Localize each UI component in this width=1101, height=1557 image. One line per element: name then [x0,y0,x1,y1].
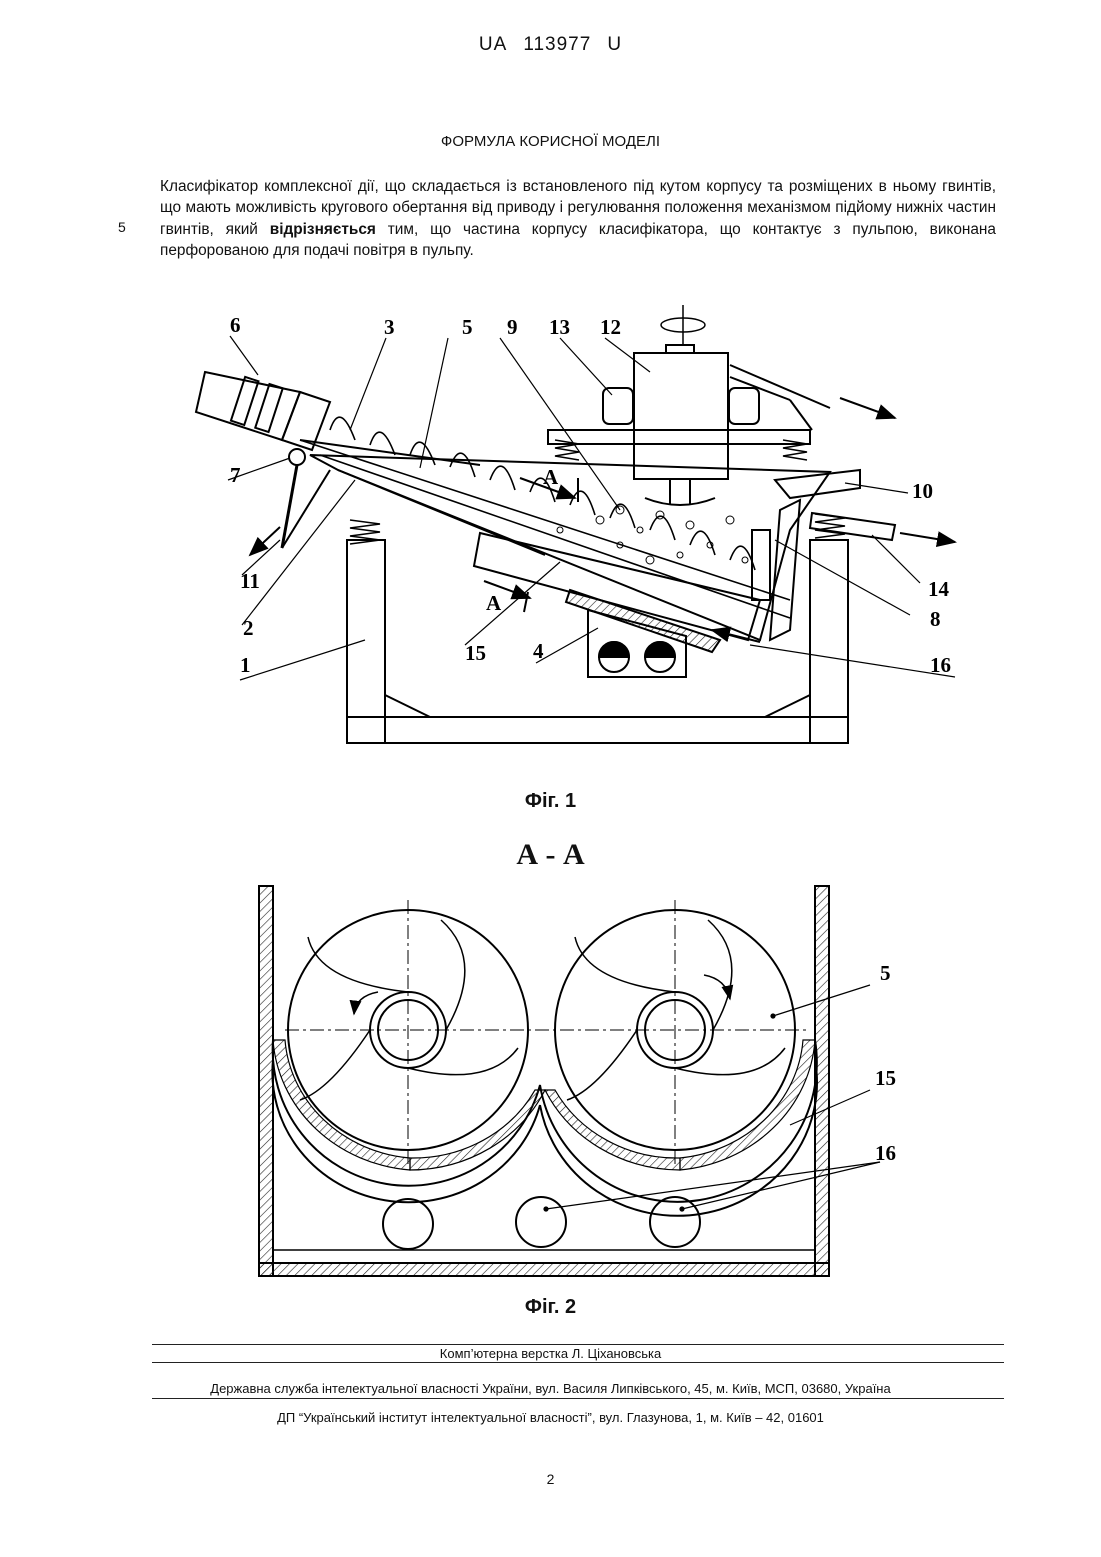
footer-layout: Комп’ютерна верстка Л. Ціхановська [0,1346,1101,1361]
inclined-trough [300,440,830,652]
figure-2-caption: Фіг. 2 [0,1296,1101,1319]
label-3: 3 [384,315,395,339]
section-aa-title: А - А [0,838,1101,872]
label-13: 13 [549,315,570,339]
axis-lines [285,900,808,1165]
support-frame [347,540,848,743]
label-2: 2 [243,616,254,640]
fig2-label-5: 5 [880,961,891,985]
label-12: 12 [600,315,621,339]
rotation-symbol [661,305,705,345]
footer-office: Державна служба інтелектуальної власност… [0,1381,1101,1396]
page-number: 2 [0,1471,1101,1487]
label-4: 4 [533,639,544,663]
label-9: 9 [507,315,518,339]
label-1: 1 [240,653,251,677]
patent-header: UA 113977 U [0,34,1101,56]
perforated-trough [272,1040,817,1216]
label-14: 14 [928,577,950,601]
fig2-label-15: 15 [875,1066,896,1090]
figure-1-drawing: 6 3 5 9 13 12 7 10 11 14 2 8 1 15 4 16 A… [0,300,1101,760]
claim-bold: відрізняється [270,221,376,238]
claim-text: Класифікатор комплексної дії, що складає… [160,176,996,261]
air-holes [383,1197,700,1249]
rotation-arrows [354,975,730,1014]
housing-walls [259,886,829,1276]
label-5: 5 [462,315,473,339]
figure-1-caption: Фіг. 1 [0,790,1101,813]
label-10: 10 [912,479,933,503]
footer-rule-1 [152,1344,1004,1345]
footer-rule-2 [152,1362,1004,1363]
screw-auger [300,417,790,618]
label-11: 11 [240,569,260,593]
figure-2-drawing: 5 15 16 [0,880,1101,1285]
label-7: 7 [230,463,241,487]
label-6: 6 [230,313,241,337]
fig2-label-16: 16 [875,1141,896,1165]
upper-unit [548,345,810,505]
country-code: UA [479,34,507,55]
label-16: 16 [930,653,951,677]
section-title: ФОРМУЛА КОРИСНОЇ МОДЕЛІ [0,133,1101,150]
lift-mechanism [282,449,330,548]
drive-motor [196,372,330,450]
label-15: 15 [465,641,486,665]
label-section-a-bottom: A [486,591,502,615]
footer-institute: ДП “Український інститут інтелектуальної… [0,1410,1101,1425]
document-kind: U [607,34,622,55]
footer-rule-3 [152,1398,1004,1399]
line-number: 5 [118,219,126,235]
patent-number: 113977 [523,34,591,55]
leader-lines [228,336,955,680]
label-8: 8 [930,607,941,631]
label-section-a-top: A [543,465,559,489]
